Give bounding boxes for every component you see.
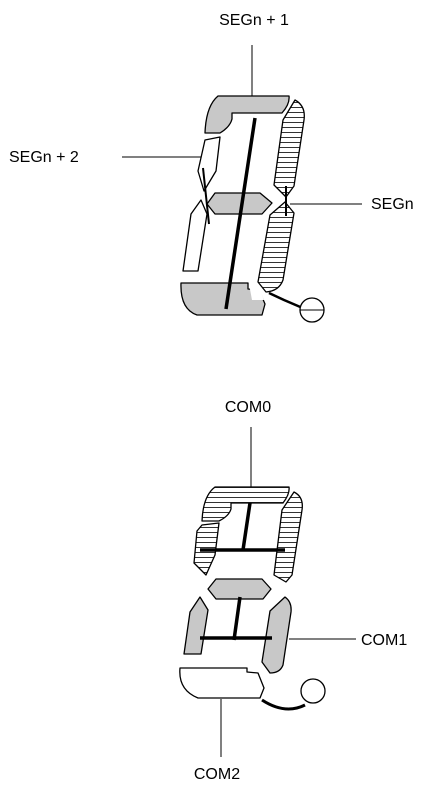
top-segment-c [257,201,295,293]
bottom-digit [179,486,326,711]
bottom-segment-d [179,667,265,699]
label-segn-plus-2: SEGn + 2 [9,149,79,166]
bottom-segment-b [273,491,303,583]
top-digit [180,95,325,323]
bottom-segment-c [261,596,292,674]
label-segn-plus-1: SEGn + 1 [219,12,289,29]
top-segment-d-notch [249,284,264,300]
label-com1: COM1 [361,632,407,649]
label-com2: COM2 [194,766,240,783]
top-leaders [122,45,362,205]
label-segn: SEGn [371,196,414,213]
bottom-segment-a [201,486,290,522]
bottom-leaders [220,427,356,757]
top-segment-b [273,99,305,198]
bottom-segment-g [207,578,272,600]
bottom-segment-e [183,596,209,655]
top-segment-a [204,95,290,134]
label-com0: COM0 [225,399,271,416]
top-segment-e [182,199,208,272]
top-segment-g [206,192,273,215]
bottom-decimal-point [300,678,326,704]
top-segment-f [197,136,221,192]
